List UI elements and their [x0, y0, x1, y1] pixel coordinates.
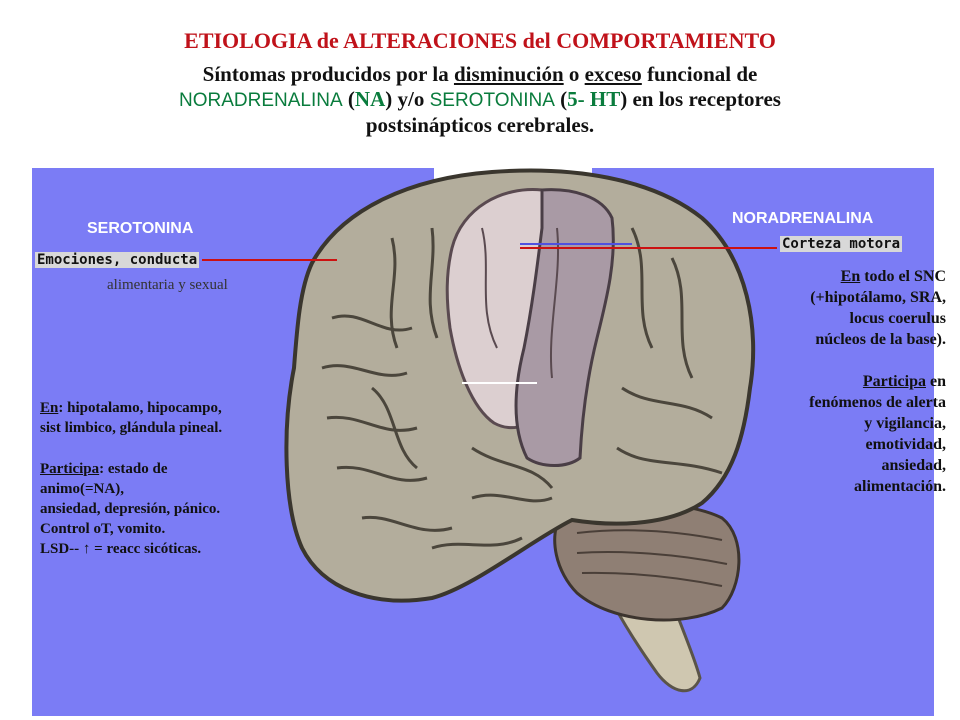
subtitle-na: NA	[354, 87, 386, 111]
serotonina-description: En: hipotalamo, hipocampo, sist limbico,…	[40, 398, 310, 559]
text-line: fenómenos de alerta	[809, 394, 946, 411]
subtitle: Síntomas producidos por la disminución o…	[60, 62, 900, 138]
text-line: : hipotalamo, hipocampo,	[58, 400, 222, 416]
label-emociones: Emociones, conducta	[35, 252, 200, 268]
text-underline: Participa	[40, 461, 100, 477]
label-corteza-motora: Corteza motora	[780, 236, 903, 252]
motor-cortex	[514, 188, 615, 467]
text-line: y vigilancia,	[864, 415, 946, 432]
text-line: animo(=NA),	[40, 481, 124, 497]
subtitle-part: o	[563, 62, 585, 86]
noradrenalina-description: En todo el SNC (+hipotálamo, SRA, locus …	[700, 266, 946, 497]
brain-panel	[32, 168, 934, 716]
subtitle-part: ) y/o	[385, 87, 430, 111]
label-serotonina: SEROTONINA	[87, 220, 194, 237]
subtitle-part: (	[554, 87, 568, 111]
brain-illustration	[202, 168, 777, 693]
text-line: locus coerulus	[849, 310, 946, 327]
text-line: emotividad,	[865, 436, 946, 453]
subtitle-part: (	[342, 87, 355, 111]
subtitle-part: Síntomas producidos por la	[202, 62, 454, 86]
text-line: LSD--	[40, 541, 80, 557]
text-line: núcleos de la base).	[815, 331, 946, 348]
text-line: alimentación.	[854, 478, 946, 495]
up-arrow-icon: ↑	[82, 541, 91, 557]
subtitle-line3: postsinápticos cerebrales.	[365, 113, 595, 137]
text-line: : estado de	[99, 461, 168, 477]
text-line: = reacc sicóticas.	[94, 541, 202, 557]
text-underline: Participa	[862, 373, 926, 390]
text-line: en	[926, 373, 946, 390]
subtitle-serotonina: SEROTONINA	[429, 90, 555, 111]
text-underline: En	[840, 268, 861, 285]
text-line: (+hipotálamo, SRA,	[810, 289, 946, 306]
subtitle-part: funcional de	[641, 62, 758, 86]
subtitle-part: ) en los receptores	[620, 87, 781, 111]
text-underline: En	[40, 400, 59, 416]
text-line: ansiedad,	[881, 457, 946, 474]
subtitle-disminucion: disminución	[453, 62, 564, 86]
page-title: ETIOLOGIA de ALTERACIONES del COMPORTAMI…	[184, 28, 776, 53]
subtitle-5ht: 5- HT	[567, 87, 621, 111]
text-line: Control oT, vomito.	[40, 521, 166, 537]
text-line: ansiedad, depresión, pánico.	[40, 501, 221, 517]
text-line: todo el SNC	[860, 268, 946, 285]
text-line: sist limbico, glándula pineal.	[40, 420, 223, 436]
label-alimentaria: alimentaria y sexual	[107, 277, 228, 293]
subtitle-noradrenalina: NORADRENALINA	[179, 90, 343, 111]
label-noradrenalina: NORADRENALINA	[732, 210, 874, 227]
subtitle-exceso: exceso	[584, 62, 642, 86]
